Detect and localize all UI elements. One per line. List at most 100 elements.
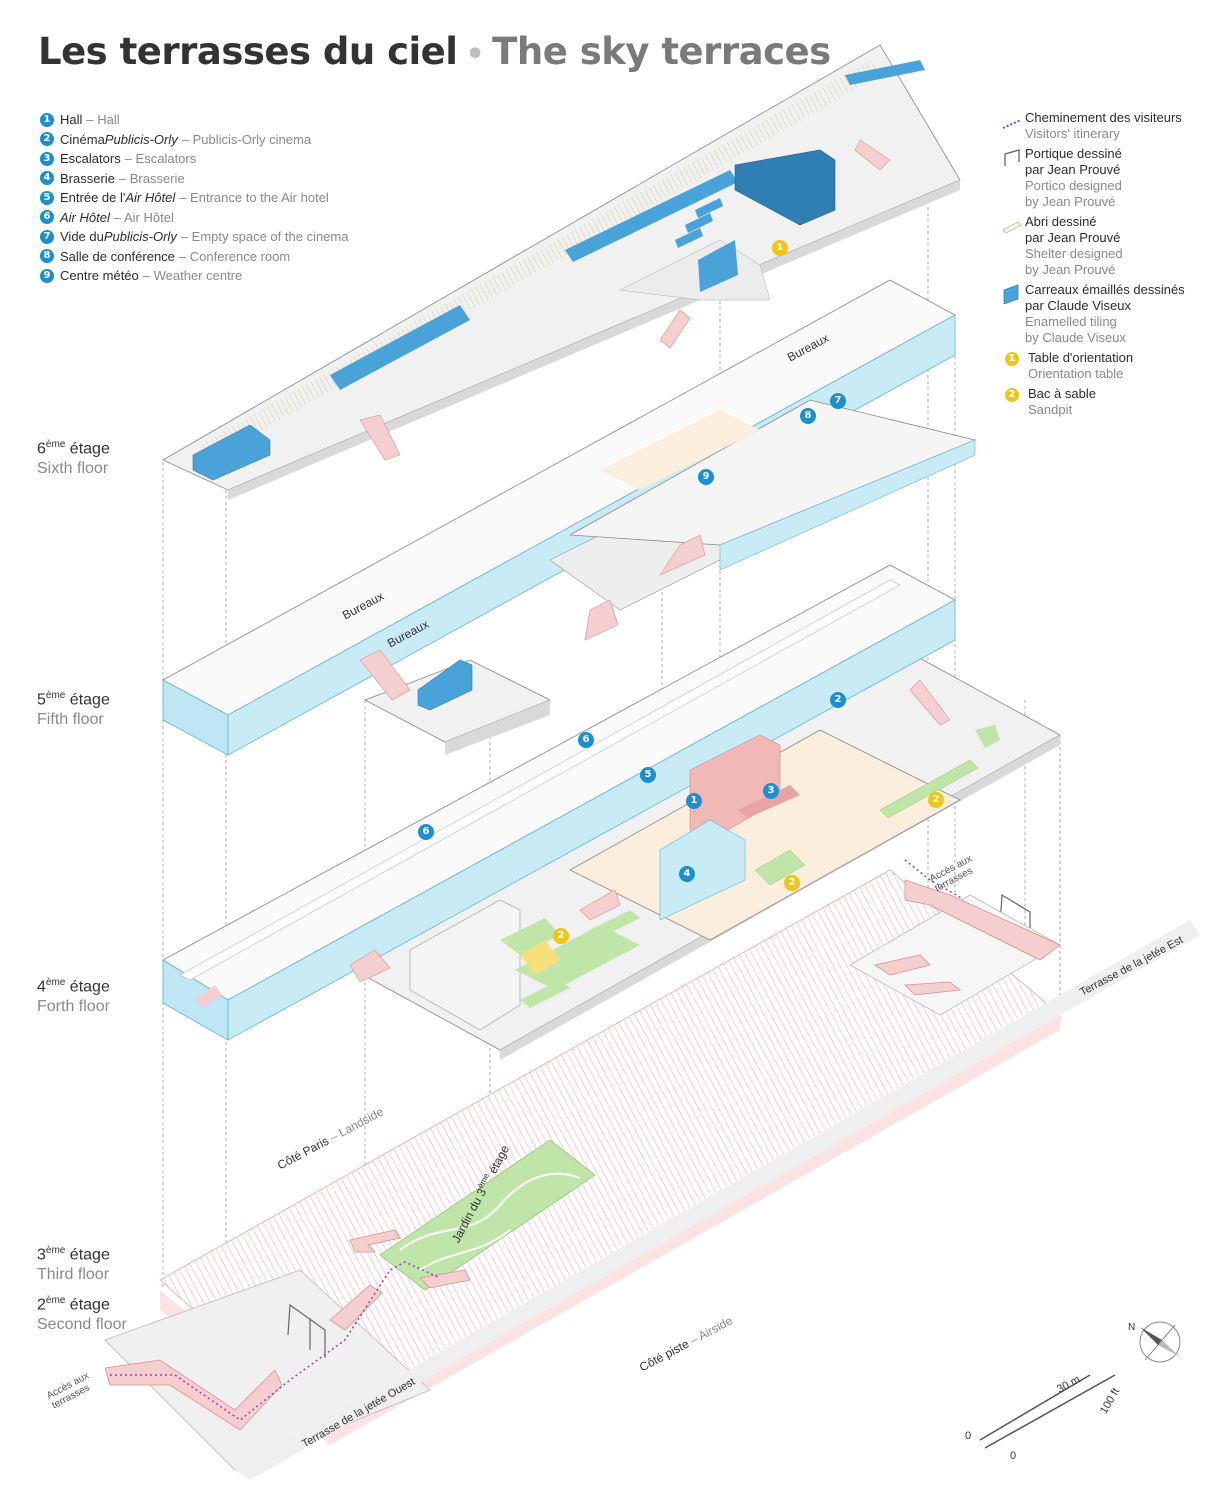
legend-en: – Empty space of the cinema: [180, 229, 349, 245]
floor-3-ord: 3: [37, 1246, 46, 1264]
legend-number: 3: [40, 151, 54, 166]
key-tiling-fr2: par Claude Viseux: [1025, 298, 1131, 313]
legend-en: – Brasserie: [118, 170, 185, 186]
shelter-icon: [1002, 221, 1022, 234]
floor-5-ord: 5: [37, 691, 46, 709]
floor-4-sup: ème: [45, 977, 66, 988]
legend-number: 4: [40, 171, 54, 186]
legend-fr-italic: Publicis-Orly: [104, 131, 178, 147]
floor-3-slab: [159, 869, 1061, 1445]
marker-conference-room: 8: [800, 408, 816, 424]
legend-fr: Escalators: [60, 151, 121, 167]
itinerary-line-icon: [1002, 119, 1022, 129]
tiling-icon: [1003, 284, 1019, 304]
floor-6: [162, 44, 961, 500]
floor-5-en: Fifth floor: [37, 711, 104, 729]
marker-escalators: 3: [763, 783, 779, 799]
marker-hotel-entrance: 5: [640, 767, 656, 783]
floor-2-ord: 2: [37, 1296, 46, 1314]
key-itinerary-fr: Cheminement des visiteurs: [1025, 110, 1182, 125]
scale-bar: [979, 1374, 1116, 1449]
page-title: Les terrasses du ciel•The sky terraces: [38, 30, 831, 73]
floor-3-en: Third floor: [37, 1266, 110, 1284]
scale-zero-ft: 0: [1010, 1450, 1017, 1462]
third-floor-garden: [379, 1139, 596, 1291]
key-tiling-en2: by Claude Viseux: [1025, 330, 1126, 345]
floor-4-word: étage: [65, 978, 110, 996]
legend-item-6: 6 Air Hôtel– Air Hôtel: [40, 208, 348, 228]
legend-fr: Salle de conférence: [60, 248, 175, 264]
key-portico-en1: Portico designed: [1025, 178, 1122, 193]
key-sandpit-marker: 2: [1005, 388, 1019, 402]
portico-frames: [287, 893, 1031, 1358]
marker-air-hotel-b: 6: [418, 824, 434, 840]
legend-fr-italic: Air Hôtel: [125, 190, 176, 206]
marker-orientation-table: 1: [772, 240, 788, 256]
north-compass-icon: [1139, 1321, 1181, 1363]
east-terrace: [849, 879, 1061, 1016]
legend-fr: Cinéma: [60, 131, 105, 147]
floor-6-ord: 6: [37, 440, 46, 458]
marker-sandpit-a: 2: [928, 792, 944, 808]
floor-3-sup: ème: [45, 1245, 66, 1256]
marker-sandpit-b: 2: [784, 875, 800, 891]
legend-fr: Centre météo: [60, 268, 139, 284]
legend-en: – Hall: [86, 112, 120, 128]
legend-number: 9: [40, 268, 54, 283]
title-separator: •: [465, 37, 485, 72]
key-sandpit-en: Sandpit: [1028, 402, 1073, 417]
legend-en: – Escalators: [124, 151, 197, 167]
key-portico-en2: by Jean Prouvé: [1025, 194, 1116, 209]
marker-air-hotel-a: 6: [578, 732, 594, 748]
floor-5: [162, 279, 977, 756]
legend-number: 1: [40, 112, 54, 127]
legend-en: – Publicis-Orly cinema: [181, 131, 312, 147]
key-sandpit-fr: Bac à sable: [1028, 386, 1096, 401]
key-portico-fr1: Portique dessiné: [1025, 146, 1122, 161]
floor-2-word: étage: [65, 1296, 110, 1314]
floor-4: [162, 564, 1061, 1060]
title-english: The sky terraces: [492, 30, 831, 73]
key-shelter-en2: by Jean Prouvé: [1025, 262, 1116, 277]
marker-sandpit-c: 2: [553, 928, 569, 944]
floor-5-sup: ème: [45, 690, 66, 701]
legend-en: – Weather centre: [142, 268, 243, 284]
portico-icon: [1004, 149, 1020, 166]
marker-brasserie: 4: [679, 866, 695, 882]
floor-6-word: étage: [65, 440, 110, 458]
title-french: Les terrasses du ciel: [38, 30, 458, 73]
legend-number: 6: [40, 210, 54, 225]
legend-number: 5: [40, 190, 54, 205]
legend-fr: Vide du: [60, 229, 104, 245]
floor-6-sup: ème: [45, 439, 66, 450]
floor-4-en: Forth floor: [37, 998, 110, 1016]
key-shelter-en1: Shelter designed: [1025, 246, 1123, 261]
key-tiling-fr1: Carreaux émaillés dessinés: [1025, 282, 1185, 297]
legend-en: – Air Hôtel: [113, 209, 174, 225]
legend-fr-italic: Air Hôtel: [60, 209, 110, 225]
floor-5-word: étage: [65, 691, 110, 709]
marker-cinema-void: 7: [830, 393, 846, 409]
marker-weather-centre: 9: [698, 469, 714, 485]
key-shelter-fr2: par Jean Prouvé: [1025, 230, 1121, 245]
floor-2-sup: ème: [45, 1295, 66, 1306]
key-orientation-en: Orientation table: [1028, 366, 1124, 381]
key-itinerary-en: Visitors' itinerary: [1025, 126, 1120, 141]
legend-number: 7: [40, 229, 54, 244]
floor-2-stairs: [104, 1229, 471, 1431]
